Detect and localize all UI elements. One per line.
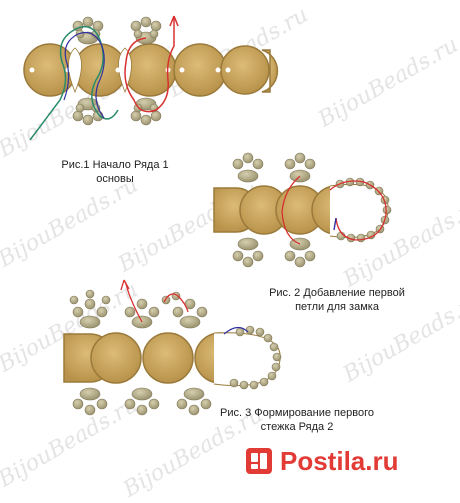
arrow-head xyxy=(120,279,130,291)
rivoli-bead xyxy=(220,45,270,95)
caption-line: петли для замка xyxy=(295,301,379,313)
figure-3-caption: Рис. 3 Формирование первого стежка Ряда … xyxy=(212,406,382,434)
thread-red xyxy=(124,16,175,113)
thread-green xyxy=(29,25,119,141)
figure-1 xyxy=(23,15,279,141)
caption-line: основы xyxy=(96,173,134,185)
thread-red xyxy=(329,180,387,241)
figure-2-caption: Рис. 2 Добавление первой петли для замка xyxy=(252,286,422,314)
figure-2 xyxy=(213,152,392,268)
figure-3 xyxy=(63,279,282,416)
caption-line: Рис.1 Начало Ряда 1 xyxy=(61,159,169,171)
thread-blue xyxy=(223,326,249,335)
figure-1-caption: Рис.1 Начало Ряда 1 основы xyxy=(50,158,180,186)
rivoli-bead-partial xyxy=(261,49,279,93)
postila-logo xyxy=(246,448,272,474)
thread-blue xyxy=(63,31,105,119)
arrow-head xyxy=(169,15,179,27)
beading-diagram xyxy=(23,15,392,416)
postila-brand: Postila.ru xyxy=(280,446,399,476)
caption-line: Рис. 2 Добавление первой xyxy=(269,287,405,299)
caption-line: стежка Ряда 2 xyxy=(260,421,334,433)
thread-blue xyxy=(333,217,337,231)
postila-banner[interactable]: Postila.ru xyxy=(240,436,460,488)
caption-line: Рис. 3 Формирование первого xyxy=(220,407,374,419)
